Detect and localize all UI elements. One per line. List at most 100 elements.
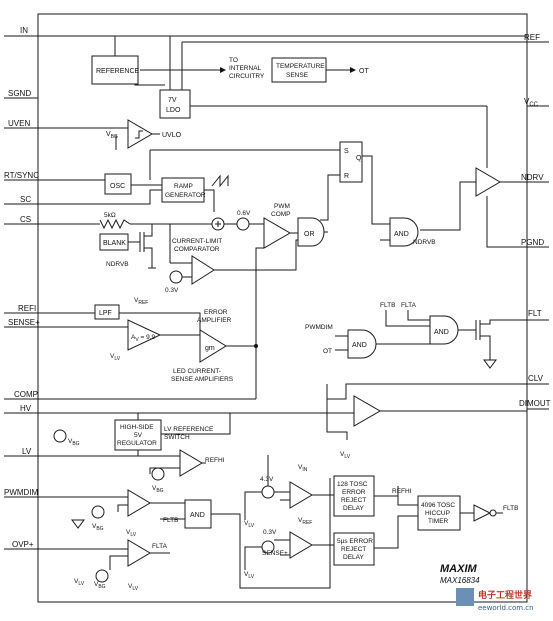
pin-vcc: VCC: [524, 97, 539, 108]
v03-source: [169, 270, 183, 284]
ramp-label-1: RAMP: [174, 183, 193, 190]
or-gate: [297, 217, 325, 247]
pin-lv: LV: [22, 447, 32, 456]
to-internal-label-1: TO: [229, 57, 238, 64]
hic-label-3: TIMER: [428, 518, 449, 525]
ndrvb-label-2: NDRVB: [106, 261, 129, 268]
vbg-source-4: [95, 569, 109, 583]
ea-label-1: ERROR: [204, 309, 228, 316]
vin-label: VIN: [298, 464, 308, 473]
cl-label-1: CURRENT-LIMIT: [172, 238, 222, 245]
osc-label: OSC: [110, 183, 125, 190]
vlv-label-4: VLV: [126, 529, 137, 538]
fltb-inverter: [473, 504, 492, 522]
vbg-label-4: VBG: [94, 581, 106, 590]
vlv-label-5: VLV: [128, 583, 139, 592]
e128-label-1: 128 TOSC: [337, 481, 368, 488]
vlv-label-1: VLV: [110, 353, 121, 362]
vref-label-1: VREF: [134, 297, 148, 306]
led-label-1: LED CURRENT-: [173, 368, 221, 375]
vbg-label-2: VBG: [152, 485, 164, 494]
error-reject-128-block: [333, 475, 375, 517]
maxim-logo: MAXIM: [440, 563, 478, 575]
sr-latch: [339, 141, 363, 183]
to-internal-label-3: CIRCUITRY: [229, 73, 265, 80]
hic-label-2: HICCUP: [425, 510, 450, 517]
reference-block: [91, 55, 139, 85]
pin-refi: REFI: [18, 304, 36, 313]
latch-s: S: [344, 148, 349, 155]
pin-sense-plus: SENSE+: [8, 318, 40, 327]
vbg-source-1: [53, 429, 67, 443]
refhi-label-1: REFHI: [205, 457, 225, 464]
resistor-label: 5kΩ: [104, 212, 116, 219]
gm-amplifier: [199, 329, 227, 363]
error-reject-5us-block: [333, 532, 375, 566]
watermark: 电子工程世界 eeworld.com.cn: [456, 588, 534, 612]
to-internal-label-2: INTERNAL: [229, 65, 262, 72]
and-label-3: AND: [434, 329, 449, 336]
uvlo-comparator: [127, 119, 153, 149]
vref-label-2: VREF: [298, 517, 312, 526]
osc-block: [104, 173, 132, 195]
vbg-source-3: [91, 505, 105, 519]
pwmdim-comparator: [127, 489, 151, 517]
fltb-input-label: FLTB: [380, 302, 395, 309]
blank-label: BLANK: [103, 240, 126, 247]
or-label: OR: [304, 231, 315, 238]
gm-label: gm: [205, 345, 215, 352]
ldo-block: [159, 89, 191, 119]
v43-label: 4.3V: [260, 476, 274, 483]
pin-clv: CLV: [528, 374, 544, 383]
e128-label-4: DELAY: [343, 505, 364, 512]
sense-amplifier: [127, 319, 162, 351]
current-limit-comparator: [191, 255, 215, 285]
flt-ground: [483, 359, 497, 369]
pin-dimout: DIMOUT: [519, 399, 551, 408]
lvref-label-2: SWITCH: [164, 434, 190, 441]
temperature-sense-block: [271, 57, 327, 83]
and-gate-fault: [429, 315, 459, 345]
watermark-emblem: [456, 588, 474, 606]
offset-source: [236, 217, 250, 231]
pin-pwmdim: PWMDIM: [4, 488, 39, 497]
v43-comparator: [289, 481, 313, 509]
temp-label-1: TEMPERATURE: [276, 63, 325, 70]
hs-label-1: HIGH-SIDE: [120, 424, 154, 431]
vlv-label-2: VLV: [340, 451, 351, 460]
watermark-url: eeworld.com.cn: [478, 604, 534, 612]
ot-input-label: OT: [323, 348, 332, 355]
part-number: MAX16834: [440, 576, 480, 585]
pin-sgnd: SGND: [8, 89, 31, 98]
lvref-label-1: LV REFERENCE: [164, 426, 214, 433]
pin-ovp-plus: OVP+: [12, 540, 34, 549]
ndrvb-label: NDRVB: [413, 239, 436, 246]
e128-label-2: ERROR: [342, 489, 366, 496]
flta-output-label: FLTA: [152, 543, 168, 550]
and-label-2: AND: [352, 342, 367, 349]
pin-uven: UVEN: [8, 119, 30, 128]
fltb-mid-label: FLTB: [163, 517, 178, 524]
pin-cs: CS: [20, 215, 31, 224]
chip-outline: [37, 13, 528, 603]
pin-ndrv: NDRV: [521, 173, 544, 182]
ldo-label-2: LDO: [166, 107, 181, 114]
pwm-label-1: PWM: [274, 203, 290, 210]
to-internal-arrow: [220, 67, 226, 73]
right-pins: REF VCC NDRV PGND FLT CLV DIMOUT: [519, 33, 551, 410]
ot-output-label: OT: [359, 68, 369, 75]
lpf-block: [94, 304, 120, 320]
pin-hv: HV: [20, 404, 32, 413]
v03-label: 0.3V: [165, 287, 179, 294]
pwm-label-2: COMP: [271, 211, 291, 218]
refhi-comparator: [179, 449, 203, 477]
e5-label-2: REJECT: [341, 546, 366, 553]
watermark-cn: 电子工程世界: [478, 589, 532, 601]
vlv-label-7: VLV: [244, 571, 255, 580]
e5-label-3: DELAY: [343, 554, 364, 561]
and-label-4: AND: [190, 512, 205, 519]
vbg-source-2: [151, 467, 165, 481]
ea-label-2: AMPLIFIER: [197, 317, 232, 324]
e5-label-1: 5µs ERROR: [337, 538, 373, 545]
hs-label-2: 5V: [134, 432, 143, 439]
